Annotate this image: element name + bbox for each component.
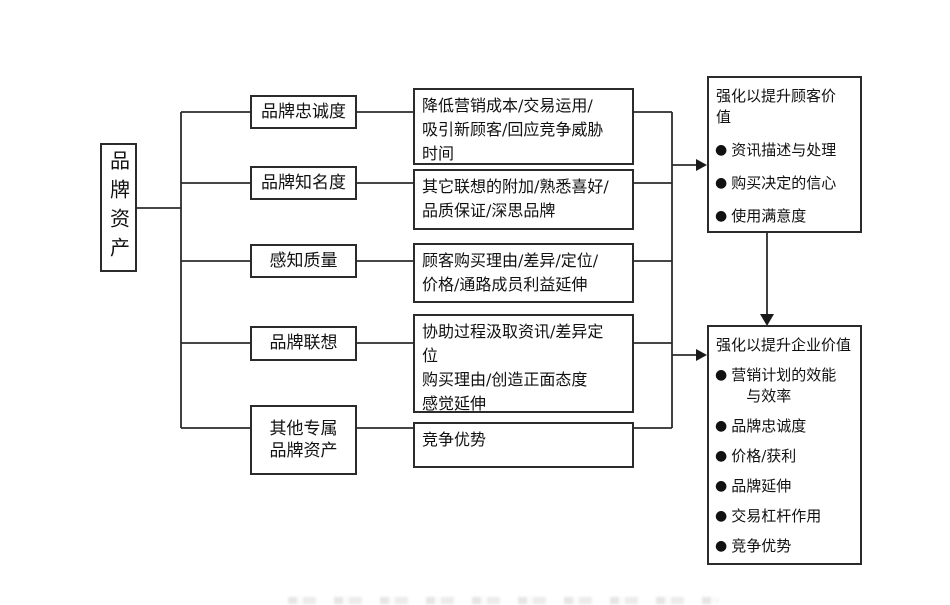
root-box-label: 品牌资产: [106, 149, 131, 266]
list-item: ● 价格/获利: [715, 446, 854, 467]
bullet-icon: ●: [715, 418, 728, 434]
dimension-label: 感知质量: [269, 250, 338, 271]
bullet-icon: ●: [715, 208, 728, 224]
description-box-competitive-advantage: 竞争优势: [413, 422, 634, 468]
company-value-title: 强化以提升企业价值: [716, 336, 852, 354]
arrow-to-customer-value-head: [696, 159, 707, 171]
list-item: ● 品牌延伸: [715, 476, 854, 497]
dimension-box-other-proprietary-assets: 其他专属 品牌资产: [250, 405, 357, 475]
root-box-brand-equity: 品牌资产: [100, 143, 137, 272]
company-value-box: 强化以提升企业价值 ● 营销计划的效能 与效率 ● 品牌忠诚度 ● 价格/获利 …: [707, 325, 862, 565]
bullet-icon: ●: [715, 142, 728, 158]
cutoff-caption-remnant: [288, 597, 718, 604]
customer-value-title: 强化以提升顾客价 值: [716, 87, 837, 126]
bullet-icon: ●: [715, 175, 728, 191]
list-item: ● 交易杠杆作用: [715, 506, 854, 527]
dimension-box-brand-loyalty: 品牌忠诚度: [250, 95, 357, 129]
description-box-brand-awareness: 其它联想的附加/熟悉喜好/ 品质保证/深思品牌: [413, 169, 634, 230]
bullet-label: 资讯描述与处理: [731, 141, 837, 159]
customer-to-company-arrow-head: [760, 314, 774, 326]
customer-value-box: 强化以提升顾客价 值 ● 资讯描述与处理 ● 购买决定的信心 ● 使用满意度: [707, 76, 862, 233]
bullet-label: 品牌延伸: [731, 477, 792, 495]
dimension-label: 其他专属 品牌资产: [269, 418, 338, 461]
list-item: ● 购买决定的信心: [715, 173, 854, 194]
bullet-label: 价格/获利: [731, 447, 797, 465]
description-box-perceived-quality: 顾客购买理由/差异/定位/ 价格/通路成员利益延伸: [413, 243, 634, 303]
dimension-label: 品牌忠诚度: [261, 101, 346, 122]
dimension-label: 品牌联想: [269, 333, 338, 354]
dimension-box-brand-awareness: 品牌知名度: [250, 166, 357, 200]
bullet-label: 购买决定的信心: [731, 174, 837, 192]
list-item: ● 使用满意度: [715, 206, 854, 227]
dimension-label: 品牌知名度: [261, 172, 346, 193]
bullet-label: 交易杠杆作用: [731, 507, 822, 525]
bullet-icon: ●: [715, 367, 728, 383]
list-item: ● 竞争优势: [715, 536, 854, 557]
dimension-box-perceived-quality: 感知质量: [250, 244, 357, 278]
description-box-brand-loyalty: 降低营销成本/交易运用/ 吸引新顾客/回应竞争威胁 时间: [413, 88, 634, 165]
bullet-icon: ●: [715, 508, 728, 524]
arrow-to-company-value-head: [696, 349, 707, 361]
bullet-icon: ●: [715, 538, 728, 554]
list-item: ● 品牌忠诚度: [715, 416, 854, 437]
list-item: ● 资讯描述与处理: [715, 140, 854, 161]
bullet-icon: ●: [715, 478, 728, 494]
bullet-icon: ●: [715, 448, 728, 464]
bullet-label: 使用满意度: [731, 207, 807, 225]
bullet-label: 品牌忠诚度: [731, 417, 807, 435]
bullet-label: 竞争优势: [731, 537, 792, 555]
bullet-label: 营销计划的效能 与效率: [731, 366, 837, 405]
description-box-brand-association: 协助过程汲取资讯/差异定 位 购买理由/创造正面态度 感觉延伸: [413, 314, 634, 413]
dimension-box-brand-association: 品牌联想: [250, 326, 357, 361]
list-item: ● 营销计划的效能 与效率: [715, 365, 854, 407]
